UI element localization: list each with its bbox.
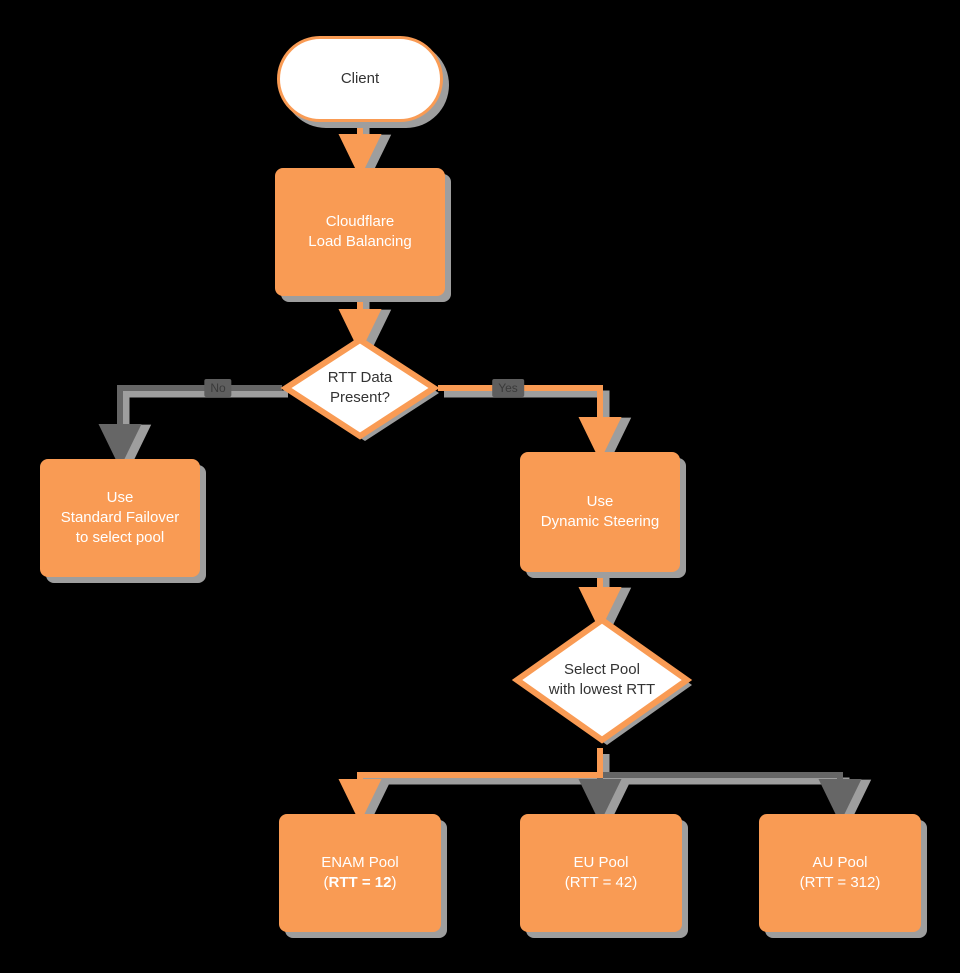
node-rtt-data-present-label: RTT Data Present? [327,368,393,406]
diamond-shape-rtt [280,336,440,441]
edge-rtt-yes [438,385,622,462]
node-enam-pool-label: ENAM Pool (RTT = 12) [321,853,399,891]
node-dynamic-steering-label: Use Dynamic Steering [540,492,660,530]
node-load-balancing-label: Cloudflare Load Balancing [308,212,412,250]
node-rtt-data-present[interactable]: RTT Data Present? [280,330,440,446]
edge-select-enam [338,748,603,824]
node-enam-pool-metric: RTT = 12 [328,874,392,891]
node-client[interactable]: Client [277,36,443,122]
edge-label-no: No [204,379,232,397]
node-enam-pool[interactable]: ENAM Pool (RTT = 12) [279,814,441,932]
node-client-label: Client [340,69,380,87]
node-dynamic-steering[interactable]: Use Dynamic Steering [520,452,680,572]
node-standard-failover-label: Use Standard Failover to select pool [60,488,180,547]
node-select-pool-label: Select Pool with lowest RTT [548,660,656,698]
node-select-pool[interactable]: Select Pool with lowest RTT [511,610,693,750]
node-au-pool-label: AU Pool (RTT = 312) [799,853,881,891]
node-eu-pool-metric: RTT = 42 [569,874,633,891]
node-au-pool[interactable]: AU Pool (RTT = 312) [759,814,921,932]
diamond-shape-select-pool [511,616,693,745]
edge-label-yes: Yes [492,379,524,397]
node-load-balancing[interactable]: Cloudflare Load Balancing [275,168,445,296]
node-eu-pool-label: EU Pool (RTT = 42) [564,853,638,891]
edge-rtt-no [98,385,282,469]
node-standard-failover[interactable]: Use Standard Failover to select pool [40,459,200,577]
node-eu-pool[interactable]: EU Pool (RTT = 42) [520,814,682,932]
node-au-pool-metric: RTT = 312 [804,874,876,891]
